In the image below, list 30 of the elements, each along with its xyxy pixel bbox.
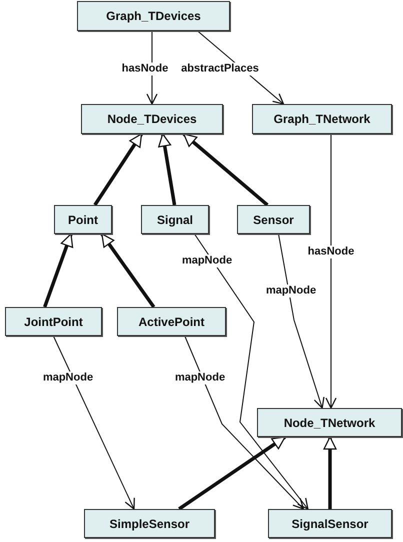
- edge-label: mapNode: [42, 372, 94, 384]
- inheritance-arrow: [100, 232, 156, 308]
- class-box: Node_TNetwork: [257, 408, 402, 437]
- class-box: Node_TDevices: [81, 104, 223, 134]
- class-box: SignalSensor: [268, 509, 392, 538]
- class-box: Sensor: [237, 205, 310, 234]
- edge-label: mapNode: [180, 254, 234, 268]
- arrow: [184, 336, 304, 510]
- class-box: JointPoint: [5, 307, 102, 336]
- edge-label: abstractPlaces: [180, 62, 260, 76]
- edge-label: mapNode: [264, 284, 318, 298]
- class-box: Graph_TNetwork: [252, 104, 392, 134]
- class-box: Point: [54, 205, 112, 234]
- class-box: ActivePoint: [117, 307, 226, 336]
- inheritance-arrow: [93, 133, 143, 206]
- inheritance-arrow: [182, 132, 269, 206]
- class-box: Graph_TDevices: [77, 1, 230, 31]
- edge-label: hasNode: [306, 246, 356, 258]
- class-box: SimpleSensor: [84, 509, 215, 538]
- class-box: Signal: [141, 205, 209, 234]
- arrow: [325, 134, 337, 409]
- inheritance-arrow: [178, 436, 286, 510]
- arrow: [194, 234, 308, 510]
- arrow: [52, 336, 135, 510]
- edge-label: hasNode: [120, 62, 170, 76]
- arrow: [278, 234, 324, 409]
- inheritance-arrow: [323, 436, 337, 509]
- inheritance-arrow: [43, 233, 74, 308]
- edge-label: mapNode: [174, 372, 226, 384]
- inheritance-arrow: [158, 133, 176, 206]
